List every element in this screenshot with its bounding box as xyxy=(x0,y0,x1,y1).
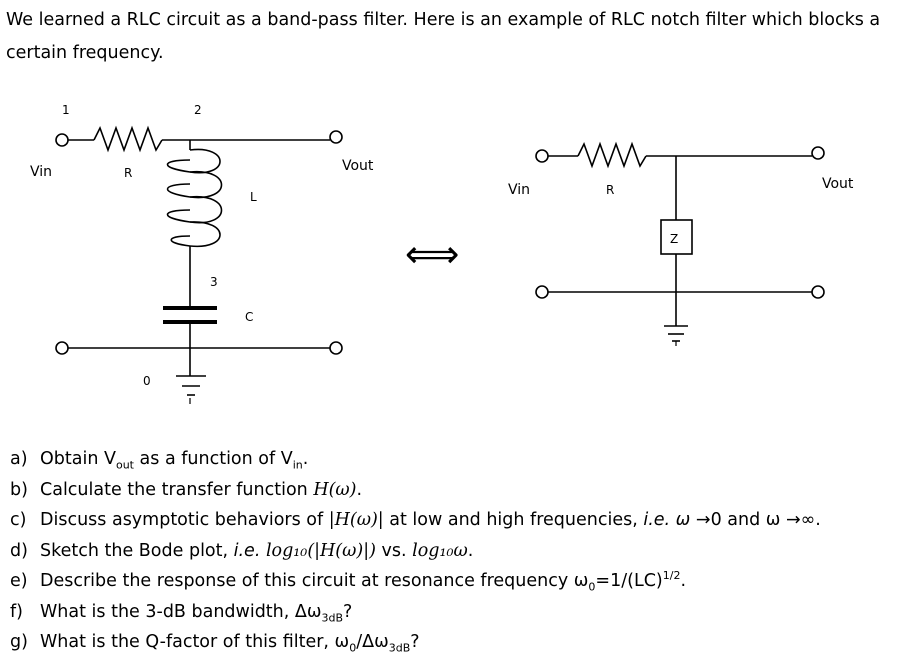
question-g: g)What is the Q-factor of this filter, ω… xyxy=(10,632,420,655)
right-resistor xyxy=(577,141,647,169)
right-circuit: Z Vin R Vout xyxy=(508,141,854,346)
left-node-1-label: 1 xyxy=(62,103,70,117)
left-vout-top-terminal xyxy=(329,130,343,144)
equivalence-arrow-icon: ⟺ xyxy=(405,232,459,276)
right-vin-top-terminal xyxy=(535,149,549,163)
question-e: e)Describe the response of this circuit … xyxy=(10,569,687,594)
left-c-label: C xyxy=(245,310,253,324)
right-vout-bottom-terminal xyxy=(811,285,825,299)
left-resistor xyxy=(93,125,163,153)
left-l-label: L xyxy=(250,190,257,204)
question-list: a)Obtain Vout as a function of Vin. b)Ca… xyxy=(10,444,821,658)
question-f: f)What is the 3-dB bandwidth, Δω3dB? xyxy=(10,601,353,624)
question-c: c)Discuss asymptotic behaviors of |H(ω)|… xyxy=(10,510,821,530)
question-b: b)Calculate the transfer function H(ω). xyxy=(10,479,363,500)
question-d: d)Sketch the Bode plot, i.e. log₁₀(|H(ω)… xyxy=(10,540,474,561)
right-vout-top-terminal xyxy=(811,146,825,160)
right-ground-icon xyxy=(664,325,688,346)
left-vout-bottom-terminal xyxy=(329,341,343,355)
right-vout-label: Vout xyxy=(822,176,854,192)
right-z-label: Z xyxy=(670,232,678,246)
left-vin-bottom-terminal xyxy=(55,341,69,355)
left-circuit: 1 2 3 0 Vin R Vout L C xyxy=(30,103,374,404)
left-r-label: R xyxy=(124,166,132,180)
left-node-3-label: 3 xyxy=(210,275,218,289)
right-vin-bottom-terminal xyxy=(535,285,549,299)
intro-line-1: We learned a RLC circuit as a band-pass … xyxy=(6,10,881,30)
left-vin-label: Vin xyxy=(30,164,52,180)
right-vin-label: Vin xyxy=(508,182,530,198)
right-r-label: R xyxy=(606,183,614,197)
left-vin-top-terminal xyxy=(55,133,69,147)
intro-text: We learned a RLC circuit as a band-pass … xyxy=(6,4,906,70)
circuit-diagrams: 1 2 3 0 Vin R Vout L C ⟺ Z xyxy=(30,103,854,404)
left-vout-label: Vout xyxy=(342,158,374,174)
left-node-2-label: 2 xyxy=(194,103,202,117)
left-inductor xyxy=(166,148,223,248)
question-a: a)Obtain Vout as a function of Vin. xyxy=(10,449,309,472)
left-node-0-label: 0 xyxy=(143,374,151,388)
intro-line-2: certain frequency. xyxy=(6,43,164,63)
left-ground-icon xyxy=(176,375,206,404)
